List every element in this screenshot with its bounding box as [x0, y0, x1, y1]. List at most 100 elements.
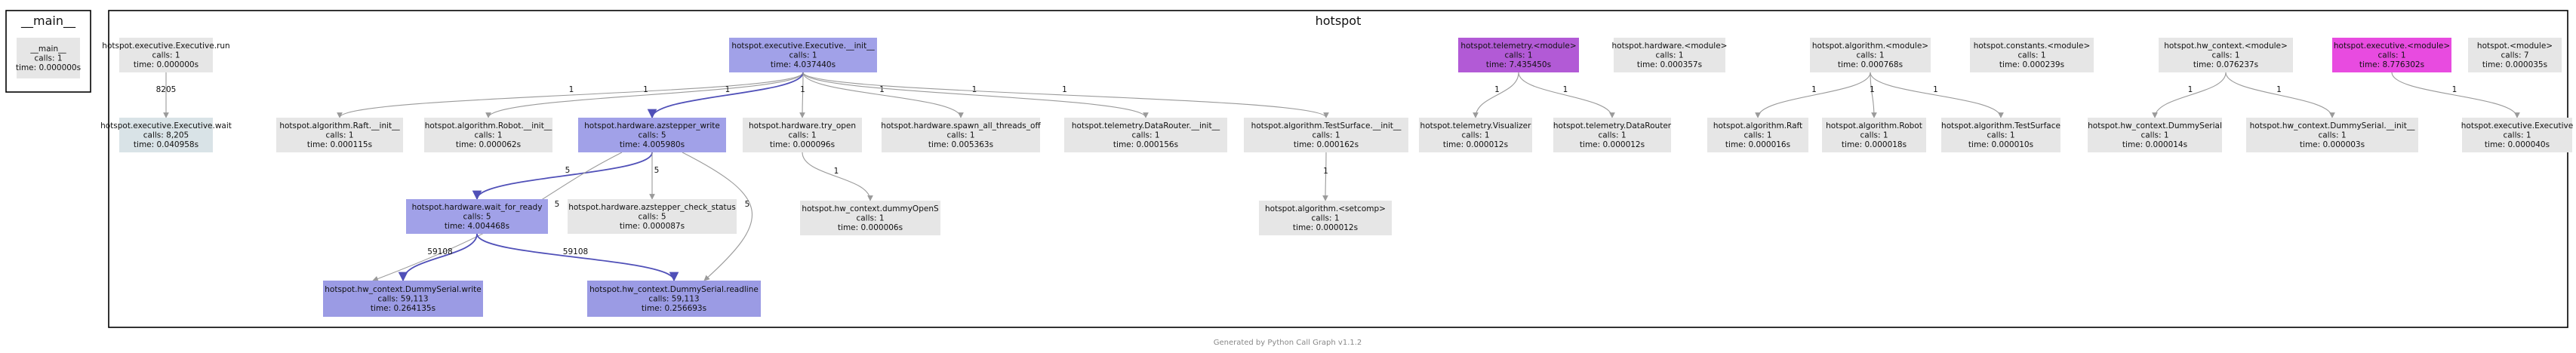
- edge-line: [802, 72, 1329, 118]
- node-name: hotspot.executive.Executive.__init__: [731, 41, 875, 51]
- node-calls: calls: 1: [1311, 214, 1339, 223]
- node-box: [1810, 38, 1931, 72]
- edge-line: [476, 233, 679, 282]
- node-testsurface-init[interactable]: hotspot.algorithm.TestSurface.__init__ca…: [1244, 118, 1408, 152]
- edge-line: [1870, 72, 1877, 118]
- edge-label: 1: [972, 85, 977, 94]
- node-datarouter-init[interactable]: hotspot.telemetry.DataRouter.__init__cal…: [1064, 118, 1227, 152]
- node-name: hotspot.hardware.spawn_all_threads_off: [881, 121, 1041, 130]
- node-raft-init[interactable]: hotspot.algorithm.Raft.__init__calls: 1t…: [276, 118, 403, 152]
- node-box: [882, 118, 1040, 152]
- node-ds-readline[interactable]: hotspot.hw_context.DummySerial.readlinec…: [587, 281, 761, 317]
- edge-wait_ready-to-ds_write: 59108: [398, 233, 478, 282]
- edge-astep_write-to-ds_readline: 5: [682, 152, 753, 281]
- edge-label: 1: [2188, 85, 2193, 94]
- node-box: [2159, 38, 2293, 72]
- node-box: [119, 38, 213, 72]
- node-name: hotspot.algorithm.Raft: [1713, 121, 1802, 130]
- node-name: hotspot.hardware.azstepper_check_status: [568, 203, 736, 212]
- node-check-status[interactable]: hotspot.hardware.azstepper_check_statusc…: [568, 199, 737, 234]
- edge-try_open-to-dummyopen: 1: [802, 152, 873, 201]
- edge-label: 1: [643, 85, 648, 94]
- node-name: hotspot.executive.Executive: [2461, 121, 2573, 130]
- edge-label: 1: [879, 85, 885, 94]
- node-hwctx-module[interactable]: hotspot.hw_context.<module>calls: 1time:…: [2159, 38, 2293, 72]
- node-name: hotspot.hw_context.DummySerial.write: [325, 285, 481, 294]
- edge-line: [1755, 72, 1871, 118]
- edge-label: 1: [1323, 167, 1328, 176]
- node-time: time: 4.004468s: [445, 222, 509, 231]
- node-box: [276, 118, 403, 152]
- node-calls: calls: 1: [1856, 51, 1884, 60]
- node-dummyserial-init[interactable]: hotspot.hw_context.DummySerial.__init__c…: [2246, 118, 2418, 152]
- cluster-main-title: __main__: [20, 14, 76, 29]
- node-calls: calls: 5: [638, 131, 666, 140]
- node-calls: calls: 1: [2377, 51, 2405, 60]
- edge-label: 1: [2276, 85, 2282, 94]
- node-time: time: 0.000016s: [1725, 140, 1790, 149]
- node-robot-init[interactable]: hotspot.algorithm.Robot.__init__calls: 1…: [424, 118, 552, 152]
- cluster-hotspot: hotspot: [108, 10, 2568, 328]
- edge-label: 5: [654, 166, 660, 175]
- node-exec-init[interactable]: hotspot.executive.Executive.__init__call…: [729, 38, 877, 72]
- node-exec-module[interactable]: hotspot.executive.<module>calls: 1time: …: [2332, 38, 2451, 72]
- edge-label: 59108: [427, 247, 452, 256]
- node-time: time: 0.000003s: [2300, 140, 2365, 149]
- edge-hwctx_module-to-dummyserial: 1: [2152, 72, 2227, 118]
- node-algo-module[interactable]: hotspot.algorithm.<module>calls: 1time: …: [1810, 38, 1931, 72]
- edge-line: [2391, 72, 2520, 118]
- edge-label: 1: [834, 167, 839, 176]
- cluster-hotspot-title: hotspot: [1316, 14, 1362, 28]
- node-box: [119, 118, 213, 152]
- node-name: hotspot.algorithm.<setcomp>: [1265, 204, 1386, 213]
- edge-label: 1: [569, 85, 574, 94]
- node-calls: calls: 59,113: [648, 295, 699, 304]
- edge-algo_module-to-robot: 1: [1870, 72, 1877, 118]
- edge-algo_module-to-raft: 1: [1755, 72, 1871, 118]
- node-calls: calls: 1: [788, 131, 816, 140]
- node-box: [1941, 118, 2060, 152]
- node-name: hotspot.algorithm.Raft.__init__: [279, 121, 400, 130]
- node-name: hotspot.telemetry.DataRouter.__init__: [1072, 121, 1220, 130]
- node-name: __main__: [29, 45, 66, 54]
- node-setcomp[interactable]: hotspot.algorithm.<setcomp>calls: 1time:…: [1259, 201, 1392, 235]
- node-box: [1614, 38, 1725, 72]
- edge-wait_ready-to-ds_readline: 59108: [476, 233, 679, 282]
- node-time: time: 0.256693s: [642, 304, 706, 313]
- node-time: time: 0.000014s: [2122, 140, 2187, 149]
- node-tele-module[interactable]: hotspot.telemetry.<module>calls: 1time: …: [1458, 38, 1579, 72]
- node-ds-write[interactable]: hotspot.hw_context.DummySerial.writecall…: [323, 281, 483, 317]
- node-calls: calls: 1: [2141, 131, 2168, 140]
- node-box: [568, 199, 737, 234]
- node-calls: calls: 8,205: [143, 131, 189, 140]
- edge-exec_init-to-raft_init: 1: [337, 72, 804, 118]
- node-spawn-threads[interactable]: hotspot.hardware.spawn_all_threads_offca…: [881, 118, 1041, 152]
- node-time: time: 4.037440s: [771, 60, 836, 69]
- node-calls: calls: 1: [1312, 131, 1340, 140]
- node-const-module[interactable]: hotspot.constants.<module>calls: 1time: …: [1970, 38, 2094, 72]
- node-time: time: 0.000018s: [1842, 140, 1907, 149]
- node-calls: calls: 7: [2501, 51, 2528, 60]
- node-box: [323, 281, 483, 317]
- edge-line: [682, 152, 753, 281]
- edge-label: 8205: [156, 85, 177, 94]
- edge-line: [1473, 72, 1519, 118]
- node-name: hotspot.telemetry.<module>: [1460, 41, 1576, 51]
